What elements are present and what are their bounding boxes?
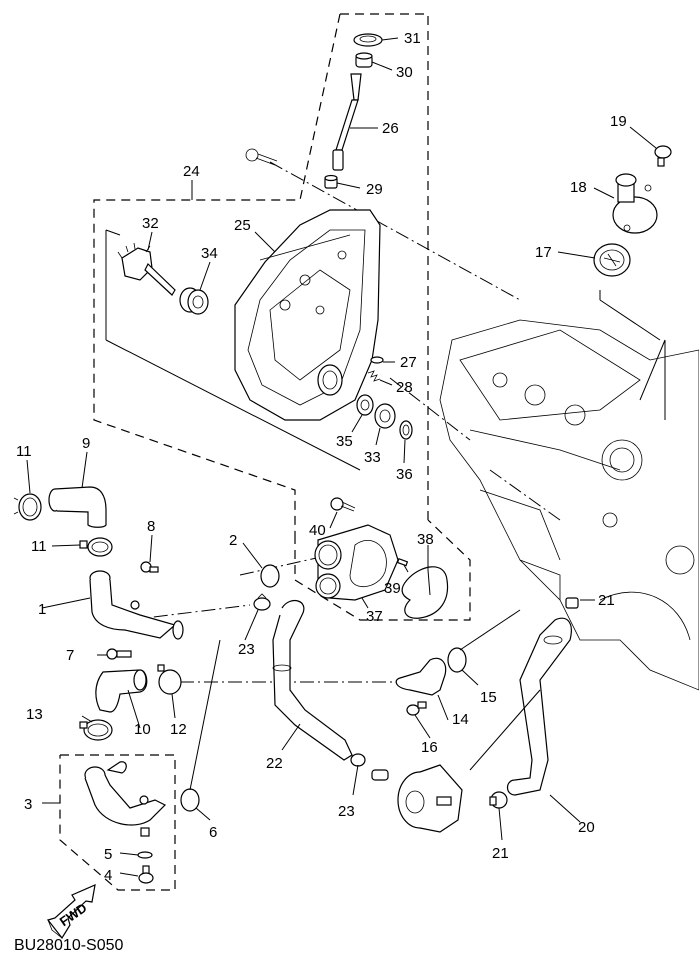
label-32: 32 (142, 215, 159, 232)
part-28-spring (367, 370, 381, 382)
label-9: 9 (82, 435, 90, 452)
label-11-lower: 11 (31, 538, 47, 555)
label-27: 27 (400, 354, 417, 371)
part-32-impeller-shaft (117, 242, 176, 296)
part-22-hose (272, 599, 353, 761)
part-5-washer (137, 851, 153, 859)
part-21-hose-clamp-upper (565, 597, 579, 609)
label-21-lower: 21 (492, 845, 509, 862)
part-21-hose-clamp-lower (489, 791, 508, 809)
label-38: 38 (417, 531, 434, 548)
part-7-bolt (106, 648, 132, 660)
part-34-mechanical-seal (179, 287, 209, 315)
label-40: 40 (309, 522, 326, 539)
label-24: 24 (183, 163, 200, 180)
label-11-upper: 11 (16, 443, 32, 460)
part-11-hose-clamp-upper (13, 493, 42, 521)
part-11-hose-clamp-lower (79, 537, 113, 557)
label-2: 2 (229, 532, 237, 549)
part-30-bearing (355, 52, 373, 68)
diagram-reference-code: BU28010-S050 (14, 937, 124, 954)
label-7: 7 (66, 647, 74, 664)
part-screw (245, 148, 278, 166)
part-1-pipe (89, 570, 184, 640)
label-29: 29 (366, 181, 383, 198)
part-16-bolt (406, 701, 427, 716)
label-4: 4 (104, 867, 112, 884)
label-10: 10 (134, 721, 151, 738)
label-36: 36 (396, 466, 413, 483)
part-17-thermostat (593, 243, 631, 277)
part-36-circlip (399, 420, 413, 440)
part-25-housing (234, 209, 381, 421)
label-31: 31 (404, 30, 421, 47)
fwd-label: FWD (57, 900, 90, 929)
label-21-upper: 21 (598, 592, 615, 609)
part-4-bolt (138, 865, 154, 884)
label-19: 19 (610, 113, 627, 130)
label-30: 30 (396, 64, 413, 81)
part-33-bearing (374, 403, 396, 429)
label-39: 39 (384, 580, 401, 597)
part-26-shaft (332, 73, 362, 171)
label-17: 17 (535, 244, 552, 261)
part-18-thermostat-cover (612, 173, 658, 234)
part-19-bolt (654, 145, 672, 167)
part-9-hose (48, 486, 107, 528)
part-oil-cooler (371, 764, 463, 833)
part-29-collar (324, 174, 338, 189)
fwd-arrow-icon: FWD (46, 884, 96, 940)
label-37: 37 (366, 608, 383, 625)
label-23-lower: 23 (338, 803, 355, 820)
part-3-pipe-assembly (84, 761, 167, 837)
part-37-pump-cover (314, 524, 399, 601)
label-8: 8 (147, 518, 155, 535)
label-12: 12 (170, 721, 187, 738)
assembly-boundary-24 (93, 13, 471, 621)
part-10-hose (95, 669, 148, 713)
part-labels: 31 30 26 29 24 25 32 34 27 28 35 33 36 1… (16, 30, 627, 884)
part-31-oil-seal (353, 33, 383, 47)
part-2-o-ring (260, 564, 280, 588)
part-13-hose-clamp (79, 719, 113, 741)
label-20: 20 (578, 819, 595, 836)
part-8-bolt (140, 561, 159, 573)
part-38-gasket (401, 566, 449, 619)
label-15: 15 (480, 689, 497, 706)
part-39-dowel-pin (396, 557, 409, 567)
label-5: 5 (104, 846, 112, 863)
label-23-upper: 23 (238, 641, 255, 658)
part-15-o-ring (447, 647, 467, 673)
part-23-hose-clamp-lower (350, 753, 366, 767)
label-16: 16 (421, 739, 438, 756)
part-14-joint (395, 657, 447, 696)
label-22: 22 (266, 755, 283, 772)
label-28: 28 (396, 379, 413, 396)
label-26: 26 (382, 120, 399, 137)
assembly-boundary-3 (59, 754, 176, 891)
part-23-hose-clamp-upper (253, 593, 271, 611)
label-3: 3 (24, 796, 32, 813)
engine-block (439, 319, 699, 691)
label-6: 6 (209, 824, 217, 841)
label-35: 35 (336, 433, 353, 450)
label-34: 34 (201, 245, 218, 262)
label-14: 14 (452, 711, 469, 728)
part-20-hose (506, 617, 572, 796)
part-40-bolt (330, 497, 356, 512)
part-35-oil-seal (356, 394, 374, 416)
label-1: 1 (38, 601, 46, 618)
label-25: 25 (234, 217, 251, 234)
part-27-circlip (370, 356, 384, 364)
leader-lines (26, 37, 657, 877)
part-12-hose-clamp (157, 664, 182, 695)
label-13: 13 (26, 706, 43, 723)
label-18: 18 (570, 179, 587, 196)
label-33: 33 (364, 449, 381, 466)
